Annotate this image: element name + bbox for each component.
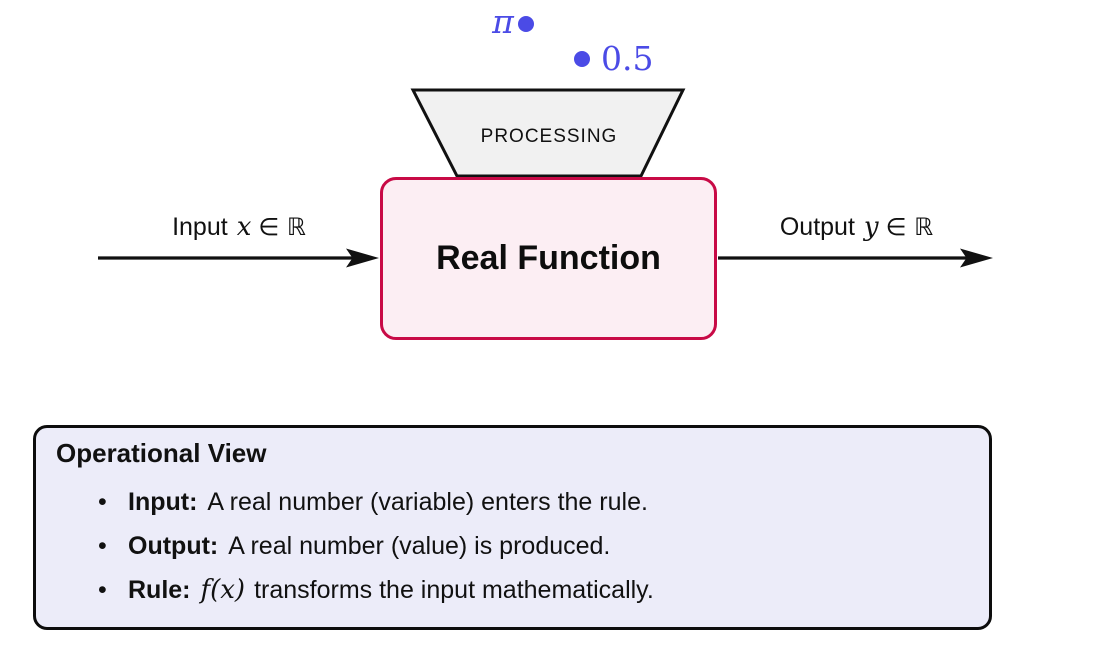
funnel-label: PROCESSING [481,126,618,147]
output-variable: y [863,212,879,242]
item-term: Output: [128,532,219,560]
operational-view-panel: Operational View • Input: A real number (v… [33,425,992,630]
real-function-label: Real Function [436,239,661,277]
item-text: transforms the input mathematically. [254,576,654,604]
list-item-input: • Input: A real number (variable) enters t… [98,486,654,518]
output-word: Output [779,213,855,241]
output-set-membership: ∈ ℝ [885,213,934,241]
input-set-membership: ∈ ℝ [258,213,306,241]
item-text: A real number (variable) enters the rule… [207,488,648,516]
output-arrowhead [960,248,993,268]
bullet-icon: • [98,576,107,604]
input-arrowhead [346,248,379,268]
panel-list: • Input: A real number (variable) enters t… [98,486,654,606]
item-term: Input: [128,488,198,516]
item-math: f(x) [200,575,246,605]
diagram-canvas: π 0.5 PROCESSING [98,2,993,268]
bullet-icon: • [98,532,107,560]
value-dot-pi [518,16,534,32]
input-word: Input [172,213,228,241]
value-label-pi: π [491,2,515,41]
list-item-output: • Output: A real number (value) is produce… [98,530,654,562]
bullet-icon: • [98,488,107,516]
input-variable: x [236,212,252,242]
item-term: Rule: [128,576,191,604]
value-dot-half [574,51,590,67]
item-text: A real number (value) is produced. [228,532,611,560]
list-item-rule: • Rule: f(x) transforms the input mathemati… [98,574,654,606]
processing-funnel [410,88,686,178]
real-function-box: Real Function [380,177,717,340]
panel-title: Operational View [56,438,267,468]
value-label-half: 0.5 [601,39,653,78]
